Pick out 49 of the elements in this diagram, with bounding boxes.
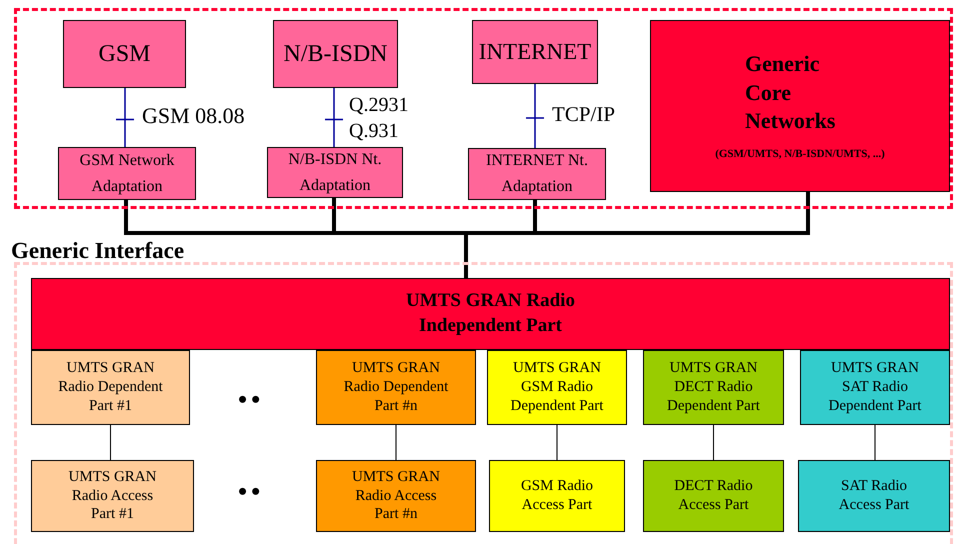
connector-line [464, 192, 810, 278]
adaptation-box [58, 147, 196, 200]
radio-access-box [798, 460, 950, 532]
network-box [63, 20, 186, 88]
adaptation-box [468, 148, 606, 200]
connector-line [874, 424, 876, 460]
box-label: DECT Radio Access Part [673, 477, 754, 515]
core-network-box [650, 20, 950, 192]
box-title: Generic Core Networks [745, 50, 836, 136]
dashed-region [14, 8, 953, 209]
radio-dependent-box [800, 350, 950, 425]
connector-line [115, 87, 135, 148]
radio-dependent-box [643, 350, 784, 425]
box-label: UMTS GRAN Radio Dependent Part #1 [57, 359, 164, 416]
box-title: INTERNET [478, 38, 592, 66]
box-label: UMTS GRAN SAT Radio Dependent Part [828, 359, 922, 416]
radio-dependent-box [487, 350, 627, 425]
region-heading: Generic Interface [11, 237, 186, 265]
box-label: UMTS GRAN Radio Dependent Part #n [342, 359, 450, 416]
network-box [273, 20, 398, 88]
adaptation-box [267, 147, 403, 198]
box-label: UMTS GRAN Radio Access Part #n [351, 468, 441, 524]
radio-access-box [643, 460, 784, 532]
radio-dependent-box [316, 350, 476, 425]
box-title: GSM [98, 40, 151, 69]
box-label: SAT Radio Access Part [838, 477, 910, 515]
box-label: UMTS GRAN DECT Radio Dependent Part [666, 359, 761, 416]
connector-line [324, 87, 344, 148]
box-label: UMTS GRAN GSM Radio Dependent Part [510, 359, 604, 416]
box-label: INTERNET Nt. Adaptation [485, 151, 589, 197]
radio-independent-bar [31, 278, 950, 350]
radio-access-box [31, 460, 194, 532]
network-box [472, 20, 598, 84]
ellipsis-dots: •• [238, 476, 264, 508]
box-label: GSM Network Adaptation [78, 150, 176, 196]
box-title: N/B-ISDN [283, 40, 388, 69]
connector-line [556, 424, 558, 460]
box-subtitle: (GSM/UMTS, N/B-ISDN/UMTS, ...) [715, 148, 885, 162]
box-label: UMTS GRAN Radio Access Part #1 [68, 468, 158, 524]
connector-line [110, 424, 111, 460]
radio-access-box [489, 460, 625, 532]
box-label: N/B-ISDN Nt. Adaptation [287, 150, 383, 196]
ellipsis-dots: •• [238, 384, 264, 416]
radio-dependent-box [31, 350, 190, 425]
bar-title: UMTS GRAN Radio Independent Part [405, 289, 576, 338]
connector-line [525, 83, 545, 149]
box-label: GSM Radio Access Part [520, 477, 594, 515]
connector-line [713, 424, 714, 460]
radio-access-box [316, 460, 476, 532]
